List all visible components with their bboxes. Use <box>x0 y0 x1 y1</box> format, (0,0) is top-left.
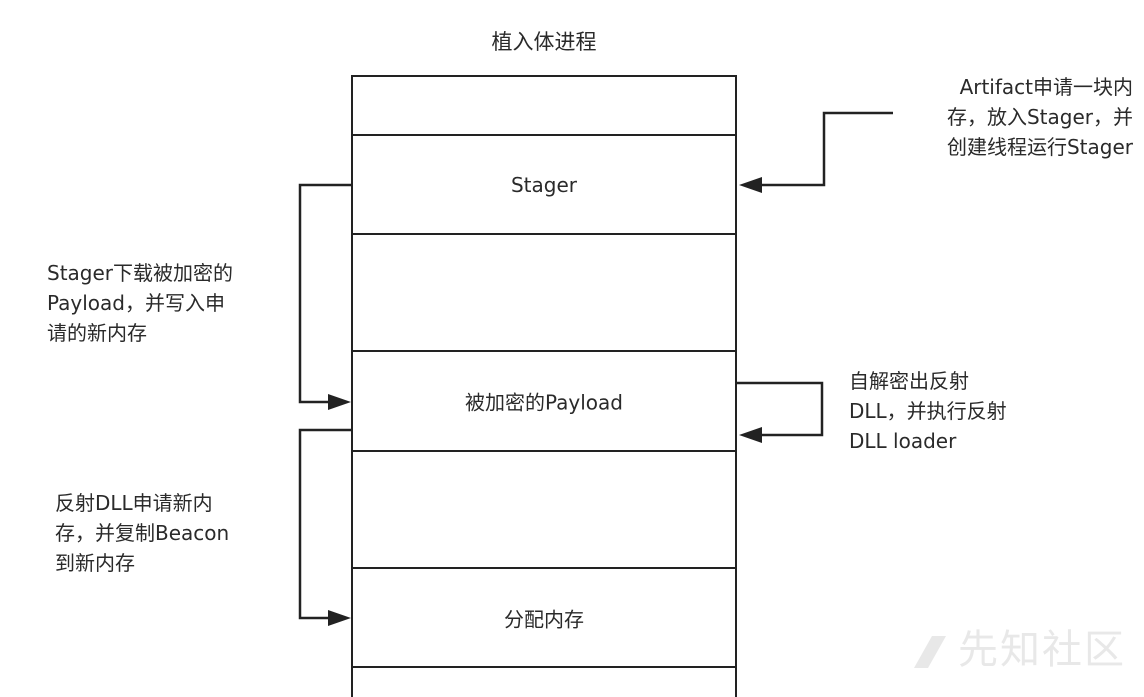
arrow-stager-to-payload <box>298 183 351 404</box>
alloc-label: 分配内存 <box>504 607 584 631</box>
memory-segment-empty-1 <box>351 234 737 352</box>
payload-label: 被加密的Payload <box>465 390 623 415</box>
arrowhead-self-decrypt <box>739 427 762 443</box>
arrow-self-decrypt-loop <box>737 381 824 437</box>
watermark-text: 先知社区 <box>958 627 1126 673</box>
watermark-logo-icon <box>914 636 946 668</box>
stager-label: Stager <box>510 172 577 197</box>
diagram-title: 植入体进程 <box>491 30 597 54</box>
memory-segment-top <box>351 75 737 136</box>
arrowhead-payload-alloc <box>328 610 351 626</box>
memory-segment-stager: Stager <box>351 135 737 235</box>
watermark: 先知社区 <box>910 617 1126 675</box>
memory-segment-payload: 被加密的Payload <box>351 351 737 452</box>
note-stager-download: Stager下载被加密的 Payload，并写入申 请的新内存 <box>47 261 234 345</box>
note-self-decrypt: 自解密出反射 DLL，并执行反射 DLL loader <box>849 369 1007 453</box>
arrowhead-stager-payload <box>328 394 351 410</box>
note-reflective: 反射DLL申请新内 存，并复制Beacon 到新内存 <box>55 491 230 575</box>
arrowhead-artifact <box>739 177 762 193</box>
note-artifact: Artifact申请一块内 存，放入Stager，并 创建线程运行Stager <box>946 75 1133 159</box>
memory-segment-bottom <box>351 667 737 697</box>
memory-segment-empty-2 <box>351 451 737 569</box>
memory-segment-alloc: 分配内存 <box>351 568 737 668</box>
arrow-artifact-to-stager <box>760 111 893 187</box>
arrow-payload-to-alloc <box>298 428 351 620</box>
